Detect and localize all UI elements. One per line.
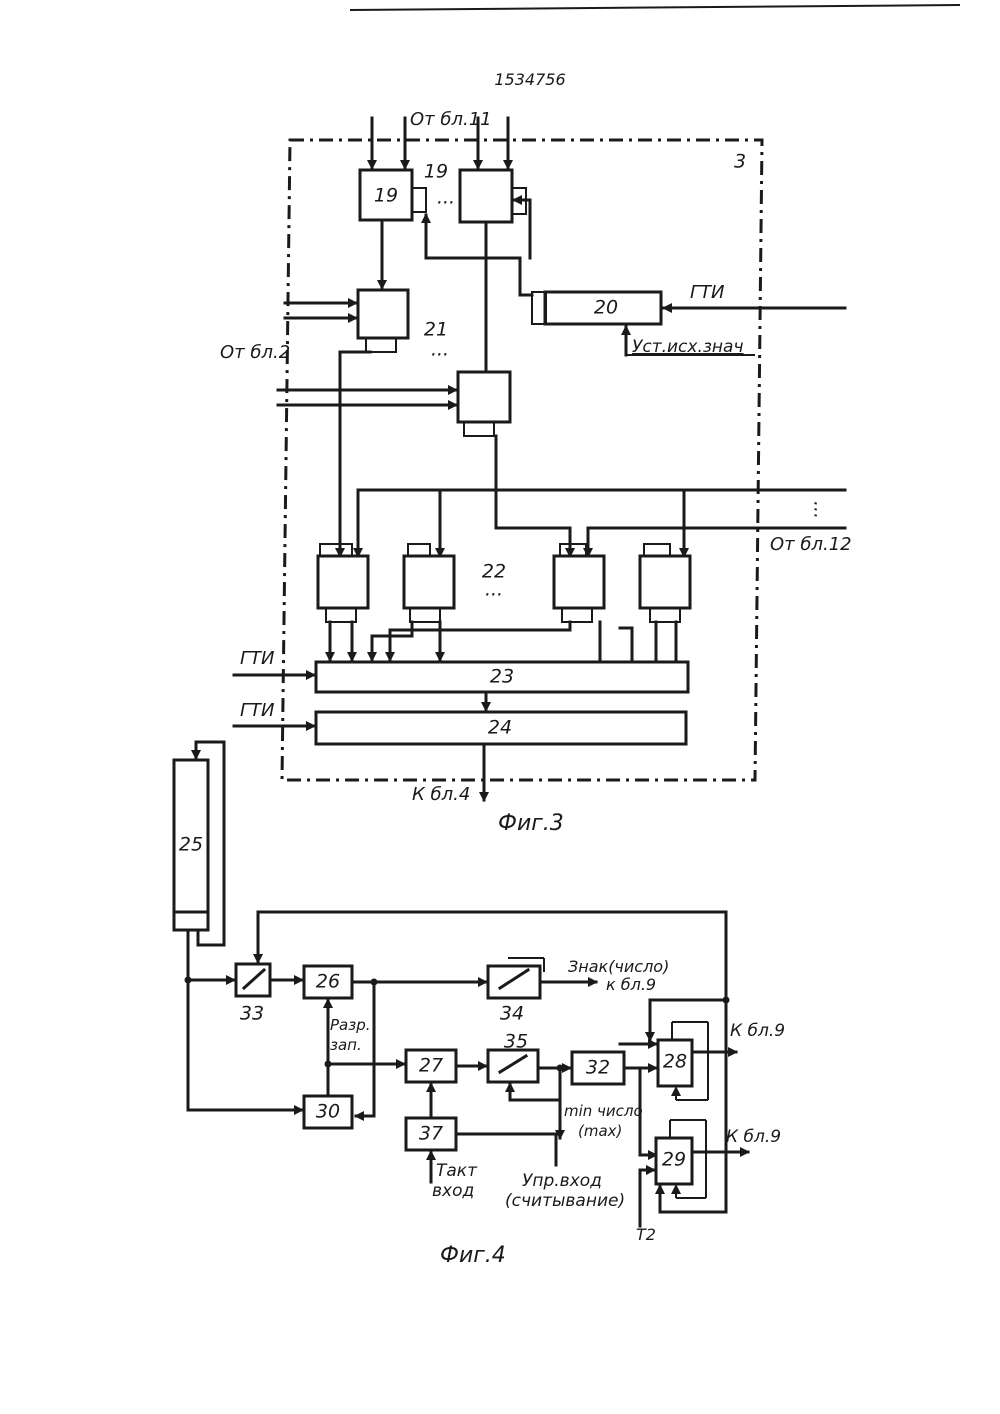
block-29-label: 29 [662,1149,686,1171]
switch-33-label: 33 [240,1003,264,1025]
block-21-label: 21 [424,319,448,341]
block-23-label: 23 [490,666,514,688]
label-from-block12: От бл.12 [770,534,852,555]
block-21-a [358,290,408,338]
ellipsis-21: ... [431,339,449,361]
block-30-label: 30 [316,1101,340,1123]
block-19-b [460,170,512,222]
switch-34 [488,966,540,998]
block-26-label: 26 [316,971,340,993]
switch-35-label: 35 [504,1031,528,1053]
label-gti-24: ГТИ [240,700,275,721]
top-rule [350,5,960,10]
block-27-label: 27 [419,1055,443,1077]
label-gti-top: ГТИ [690,282,725,303]
patent-number: 1534756 [494,70,565,89]
switch-34-label: 34 [500,1003,524,1025]
block-24-label: 24 [488,717,512,739]
label-clock-input-2: вход [432,1181,474,1201]
fig4: 25 33 26 Разр. зап. [174,742,785,1268]
label-min-number: min число [564,1102,643,1120]
label-write-enable-2: зап. [330,1036,362,1054]
label-init-value: Уст.исх.знач [632,337,744,357]
block-37-label: 37 [419,1123,443,1145]
block-25-label: 25 [179,834,203,856]
ellipsis-bus: ... [810,501,832,519]
block-22-c [554,556,604,608]
label-clock-input-1: Такт [436,1161,478,1181]
label-max: (max) [578,1122,622,1140]
block-19-ref: 19 [424,161,448,183]
block-32-label: 32 [586,1057,610,1079]
block-19-a-label: 19 [374,185,398,207]
label-sign-number: Знак(число) [568,957,669,976]
ellipsis-19: ... [437,187,455,209]
label-t2: Т2 [636,1225,656,1244]
unit3-label: 3 [734,151,746,173]
fig3-caption: Фиг.3 [498,811,564,836]
label-to-block9-a: к бл.9 [606,975,656,994]
label-to-block4: К бл.4 [412,784,470,805]
block-22-b [404,556,454,608]
ellipsis-22: ... [485,579,503,601]
block-21-b [458,372,510,422]
block-22-a [318,556,368,608]
label-from-block2: От бл.2 [220,342,290,363]
block-22-d [640,556,690,608]
fig4-caption: Фиг.4 [440,1243,506,1268]
label-ctrl-input-2: (считывание) [505,1191,625,1211]
block-28-label: 28 [663,1051,687,1073]
label-gti-23: ГТИ [240,648,275,669]
switch-35 [488,1050,538,1082]
label-write-enable-1: Разр. [330,1016,371,1034]
label-to-block9-c: К бл.9 [726,1127,781,1147]
label-to-block9-b: К бл.9 [730,1021,785,1041]
block-20-label: 20 [594,297,618,319]
label-ctrl-input-1: Упр.вход [522,1171,602,1191]
fig3: 3 От бл.11 19 19 ... 20 ГТИ Уст.исх. [220,109,852,836]
